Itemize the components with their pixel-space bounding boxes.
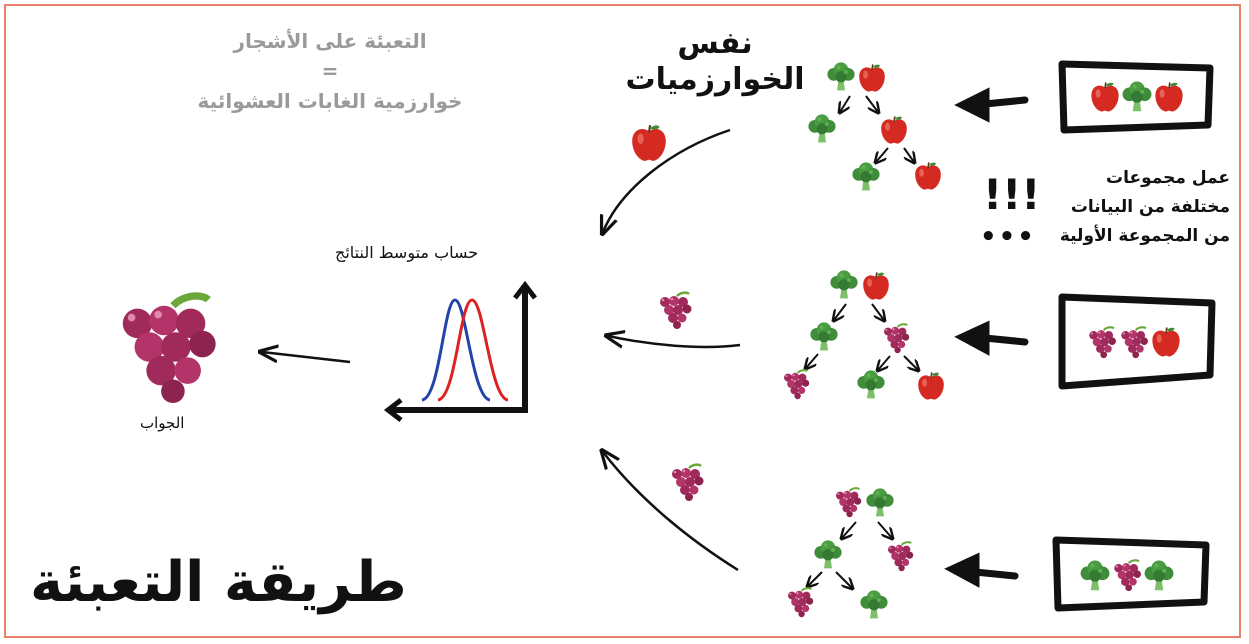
apple-icon bbox=[1151, 326, 1181, 358]
subtitle-line-1: التعبئة على الأشجار bbox=[233, 29, 427, 53]
subsets-note-line-1: عمل مجموعات bbox=[1105, 168, 1230, 188]
decision-tree-1 bbox=[808, 62, 942, 191]
apple-icon bbox=[917, 371, 945, 401]
broccoli-icon bbox=[810, 322, 838, 351]
subtitle: التعبئة على الأشجار = خوارزمية الغابات ا… bbox=[180, 26, 480, 116]
apple-icon bbox=[862, 271, 890, 301]
grapes-icon bbox=[883, 323, 911, 354]
subsets-note-line-2: مختلفة من البيانات bbox=[1070, 197, 1230, 217]
sample-box-2 bbox=[1058, 293, 1216, 390]
broccoli-icon bbox=[808, 114, 836, 143]
answer-arrow bbox=[262, 352, 351, 364]
broccoli-icon bbox=[814, 540, 842, 569]
grapes-icon bbox=[670, 463, 705, 502]
subsets-note-line-3: من المجموعة الأولية bbox=[1059, 226, 1230, 246]
broccoli-icon bbox=[866, 488, 894, 517]
exclamation-marks: !!! bbox=[983, 170, 1041, 219]
algorithms-label-line-2: الخوارزميات bbox=[625, 62, 805, 97]
broccoli-icon bbox=[830, 270, 858, 299]
subsets-note: عمل مجموعات مختلفة من البيانات من المجمو… bbox=[1040, 164, 1230, 251]
apple-icon bbox=[858, 63, 886, 93]
broccoli-icon bbox=[857, 370, 885, 399]
broccoli-icon bbox=[827, 62, 855, 91]
grapes-icon bbox=[887, 541, 915, 572]
subtitle-line-2: = bbox=[321, 59, 339, 83]
apple-icon bbox=[631, 124, 667, 162]
red-distribution-curve bbox=[437, 298, 509, 402]
averaging-chart bbox=[383, 280, 537, 422]
subtitle-line-3: خوارزمية الغابات العشوائية bbox=[197, 89, 463, 113]
box-to-tree-arrows bbox=[944, 87, 1029, 588]
page-title: طريقة التعبئة bbox=[30, 550, 407, 615]
apple-icon bbox=[1090, 81, 1120, 113]
grapes-icon bbox=[783, 369, 811, 400]
decision-tree-3 bbox=[787, 487, 915, 619]
apple-icon bbox=[880, 115, 908, 145]
ellipsis-dots: ••• bbox=[980, 222, 1036, 252]
algorithms-label: نفس الخوارزميات bbox=[605, 26, 825, 98]
sample-box-1 bbox=[1058, 60, 1214, 134]
algorithms-label-line-1: نفس bbox=[677, 26, 753, 61]
final-grapes-icon bbox=[123, 296, 216, 403]
broccoli-icon bbox=[852, 162, 880, 191]
grapes-icon bbox=[658, 291, 693, 330]
average-label: حساب متوسط النتائج bbox=[335, 243, 479, 262]
apple-icon bbox=[914, 161, 942, 191]
prediction-arrows bbox=[603, 128, 741, 572]
grapes-icon bbox=[787, 587, 815, 618]
sample-box-3 bbox=[1052, 536, 1210, 612]
apple-icon bbox=[1154, 81, 1184, 113]
answer-label: الجواب bbox=[140, 414, 185, 432]
blue-distribution-curve bbox=[421, 298, 491, 402]
grapes-icon bbox=[835, 487, 863, 518]
diagram-frame bbox=[4, 4, 1241, 638]
broccoli-icon bbox=[860, 590, 888, 619]
decision-tree-2 bbox=[783, 270, 945, 401]
